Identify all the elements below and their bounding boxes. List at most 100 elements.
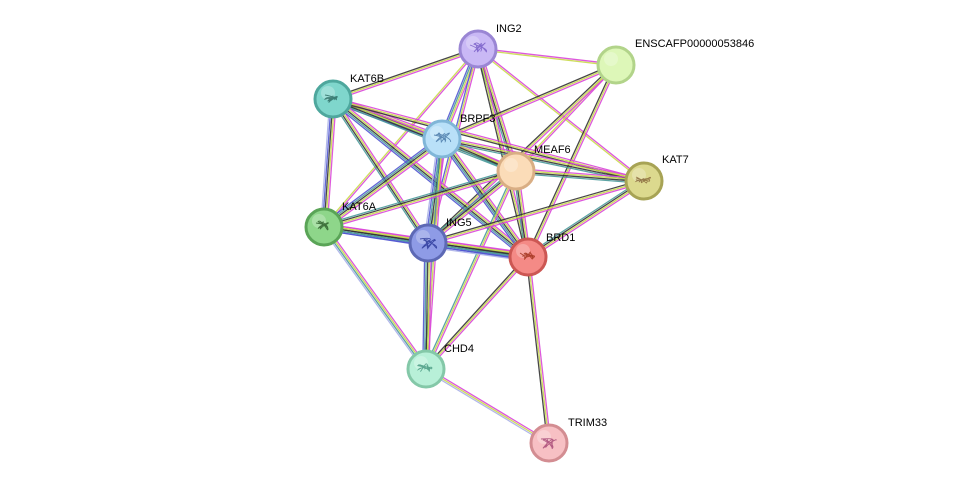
edge-evidence-line — [324, 171, 517, 229]
protein-structure-icon — [433, 132, 452, 144]
edge-ing5-chd4[interactable] — [422, 242, 432, 370]
edge-meaf6-kat7[interactable] — [515, 167, 645, 185]
edge-evidence-line — [334, 97, 431, 243]
protein-structure-icon — [323, 94, 338, 103]
edge-brd1-chd4[interactable] — [424, 255, 530, 371]
node-circle[interactable] — [304, 207, 344, 247]
node-chd4[interactable]: CHD4 — [406, 343, 474, 389]
edge-evidence-line — [322, 48, 478, 227]
edge-evidence-line — [331, 99, 528, 259]
edge-evidence-line — [321, 228, 425, 371]
edge-kat7-ing5[interactable] — [427, 178, 645, 246]
edge-evidence-line — [332, 98, 529, 258]
node-ing2[interactable]: ING2 — [458, 23, 522, 69]
edge-evidence-line — [333, 49, 479, 102]
node-highlight — [504, 158, 518, 172]
node-label: BRPF3 — [460, 113, 495, 125]
edge-evidence-line — [425, 368, 550, 444]
edge-evidence-line — [423, 242, 428, 369]
node-circle[interactable] — [408, 223, 448, 263]
edge-evidence-line — [425, 256, 529, 370]
node-label: KAT7 — [662, 154, 689, 166]
edge-evidence-line — [332, 46, 478, 99]
node-label: ING5 — [446, 217, 472, 229]
edge-ing2-kat6b[interactable] — [332, 46, 479, 102]
node-label: KAT6B — [350, 73, 384, 85]
edge-kat6b-ing5[interactable] — [330, 97, 431, 245]
edge-evidence-line — [442, 136, 645, 180]
node-kat6b[interactable]: KAT6B — [313, 73, 384, 119]
node-ing5[interactable]: ING5 — [408, 217, 472, 263]
edge-evidence-line — [515, 171, 644, 183]
edge-evidence-line — [324, 99, 336, 228]
edge-evidence-line — [425, 242, 429, 370]
edge-evidence-line — [477, 49, 616, 67]
node-circle[interactable] — [406, 349, 446, 389]
edge-evidence-line — [441, 62, 616, 139]
protein-structure-icon — [519, 251, 535, 260]
edge-evidence-line — [330, 99, 427, 245]
node-highlight — [604, 52, 618, 66]
edges-layer — [320, 46, 646, 445]
edge-kat7-brd1[interactable] — [526, 178, 646, 260]
node-brpf3[interactable]: BRPF3 — [422, 113, 495, 159]
edge-ing2-kat6a[interactable] — [322, 48, 480, 228]
edge-evidence-line — [526, 178, 644, 256]
edge-evidence-line — [427, 178, 644, 243]
node-label: BRD1 — [546, 232, 575, 244]
edge-evidence-line — [322, 227, 426, 370]
edge-evidence-line — [332, 48, 479, 100]
node-brd1[interactable]: BRD1 — [508, 232, 575, 277]
node-label: CHD4 — [444, 343, 474, 355]
node-circle[interactable] — [496, 151, 536, 191]
edge-evidence-line — [528, 65, 619, 258]
node-circle[interactable] — [596, 45, 636, 85]
edge-evidence-line — [326, 99, 337, 228]
edge-evidence-line — [528, 256, 552, 443]
edge-chd4-trim33[interactable] — [424, 367, 551, 445]
edge-brpf3-kat7[interactable] — [441, 136, 645, 184]
edge-evidence-line — [321, 98, 333, 227]
node-enscafp00000053846[interactable]: ENSCAFP00000053846 — [596, 38, 754, 85]
edge-evidence-line — [525, 257, 549, 444]
edge-evidence-line — [425, 170, 517, 370]
edge-enscafp00000053846-brpf3[interactable] — [441, 62, 617, 142]
node-label: ENSCAFP00000053846 — [635, 38, 754, 50]
edge-evidence-line — [323, 138, 443, 228]
node-label: KAT6A — [342, 201, 377, 213]
edge-evidence-line — [527, 179, 644, 257]
edge-evidence-line — [333, 98, 430, 243]
edge-ing2-enscafp00000053846[interactable] — [477, 47, 617, 67]
node-trim33[interactable]: TRIM33 — [529, 417, 607, 463]
edge-brpf3-kat6a[interactable] — [321, 135, 445, 231]
edge-evidence-line — [322, 137, 442, 227]
node-label: TRIM33 — [568, 417, 607, 429]
edge-evidence-line — [516, 169, 645, 181]
node-kat7[interactable]: KAT7 — [624, 154, 689, 201]
edge-evidence-line — [323, 168, 516, 226]
edge-meaf6-chd4[interactable] — [423, 170, 519, 370]
node-label: ING2 — [496, 23, 522, 35]
edge-evidence-line — [424, 369, 549, 445]
edge-evidence-line — [441, 64, 617, 140]
node-meaf6[interactable]: MEAF6 — [496, 144, 571, 191]
edge-kat6a-chd4[interactable] — [321, 225, 429, 371]
edge-evidence-line — [333, 97, 530, 257]
edge-evidence-line — [422, 242, 426, 369]
protein-structure-icon — [540, 438, 557, 450]
protein-structure-icon — [416, 363, 433, 373]
edge-kat6b-kat6a[interactable] — [320, 98, 337, 228]
edge-evidence-line — [324, 172, 517, 230]
edge-brd1-trim33[interactable] — [525, 256, 552, 444]
node-kat6a[interactable]: KAT6A — [304, 201, 377, 247]
protein-structure-icon — [419, 237, 438, 250]
node-circle[interactable] — [422, 119, 462, 159]
edge-meaf6-kat6a[interactable] — [323, 168, 517, 230]
node-highlight — [632, 168, 646, 182]
node-highlight — [416, 230, 430, 244]
edge-evidence-line — [426, 243, 431, 370]
nodes-layer: ING2ENSCAFP00000053846KAT6BBRPF3MEAF6KAT… — [304, 23, 754, 463]
edge-evidence-line — [321, 135, 441, 225]
edge-evidence-line — [478, 47, 617, 65]
